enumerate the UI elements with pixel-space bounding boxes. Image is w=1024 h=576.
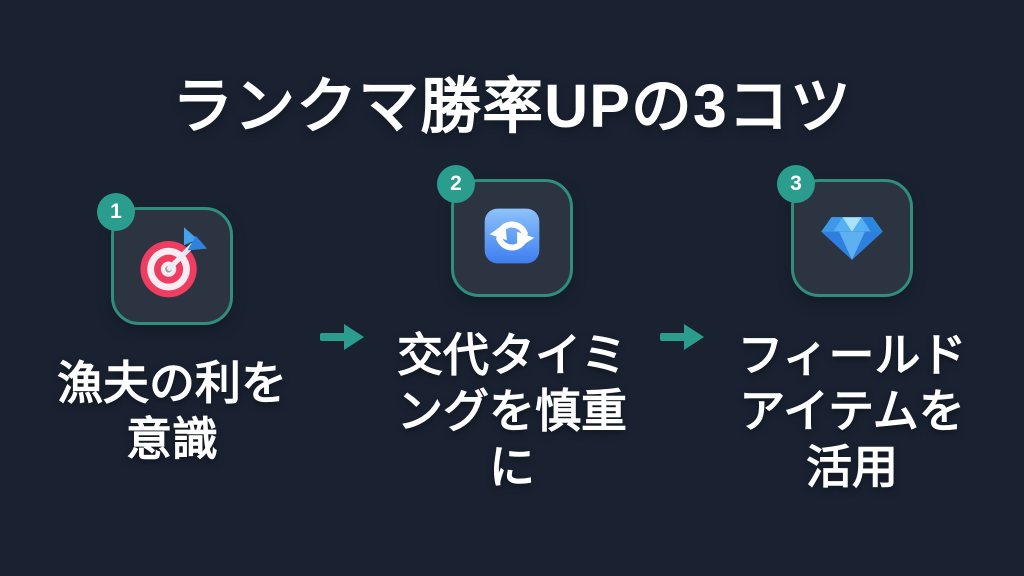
step-2-label: 交代タイミ ングを慎重 に: [397, 329, 627, 494]
step-3-label: フィールド アイテムを 活用: [737, 329, 967, 494]
step-3: 3 フィールド アイテムを 活用: [716, 165, 988, 495]
step-2-card: 2: [437, 165, 573, 297]
step-1-card: 1: [97, 193, 233, 326]
counterclockwise-arrows-icon: [471, 195, 553, 282]
step-3-card: 3: [777, 165, 913, 297]
step-1-badge: 1: [97, 193, 135, 232]
dart-target-icon: [131, 223, 213, 310]
step-2: 2: [376, 165, 648, 495]
steps-row: 1 漁夫の利を 意識: [0, 165, 1024, 495]
page-title: ランクマ勝率UPの3コツ: [172, 72, 852, 140]
arrow-right-icon: [660, 323, 704, 351]
step-1-label: 漁夫の利を 意識: [57, 357, 287, 466]
gem-icon: [811, 195, 893, 282]
step-2-badge: 2: [437, 165, 475, 203]
arrow-right-icon: [320, 323, 364, 351]
step-1: 1 漁夫の利を 意識: [36, 193, 308, 467]
step-3-badge: 3: [777, 165, 815, 203]
